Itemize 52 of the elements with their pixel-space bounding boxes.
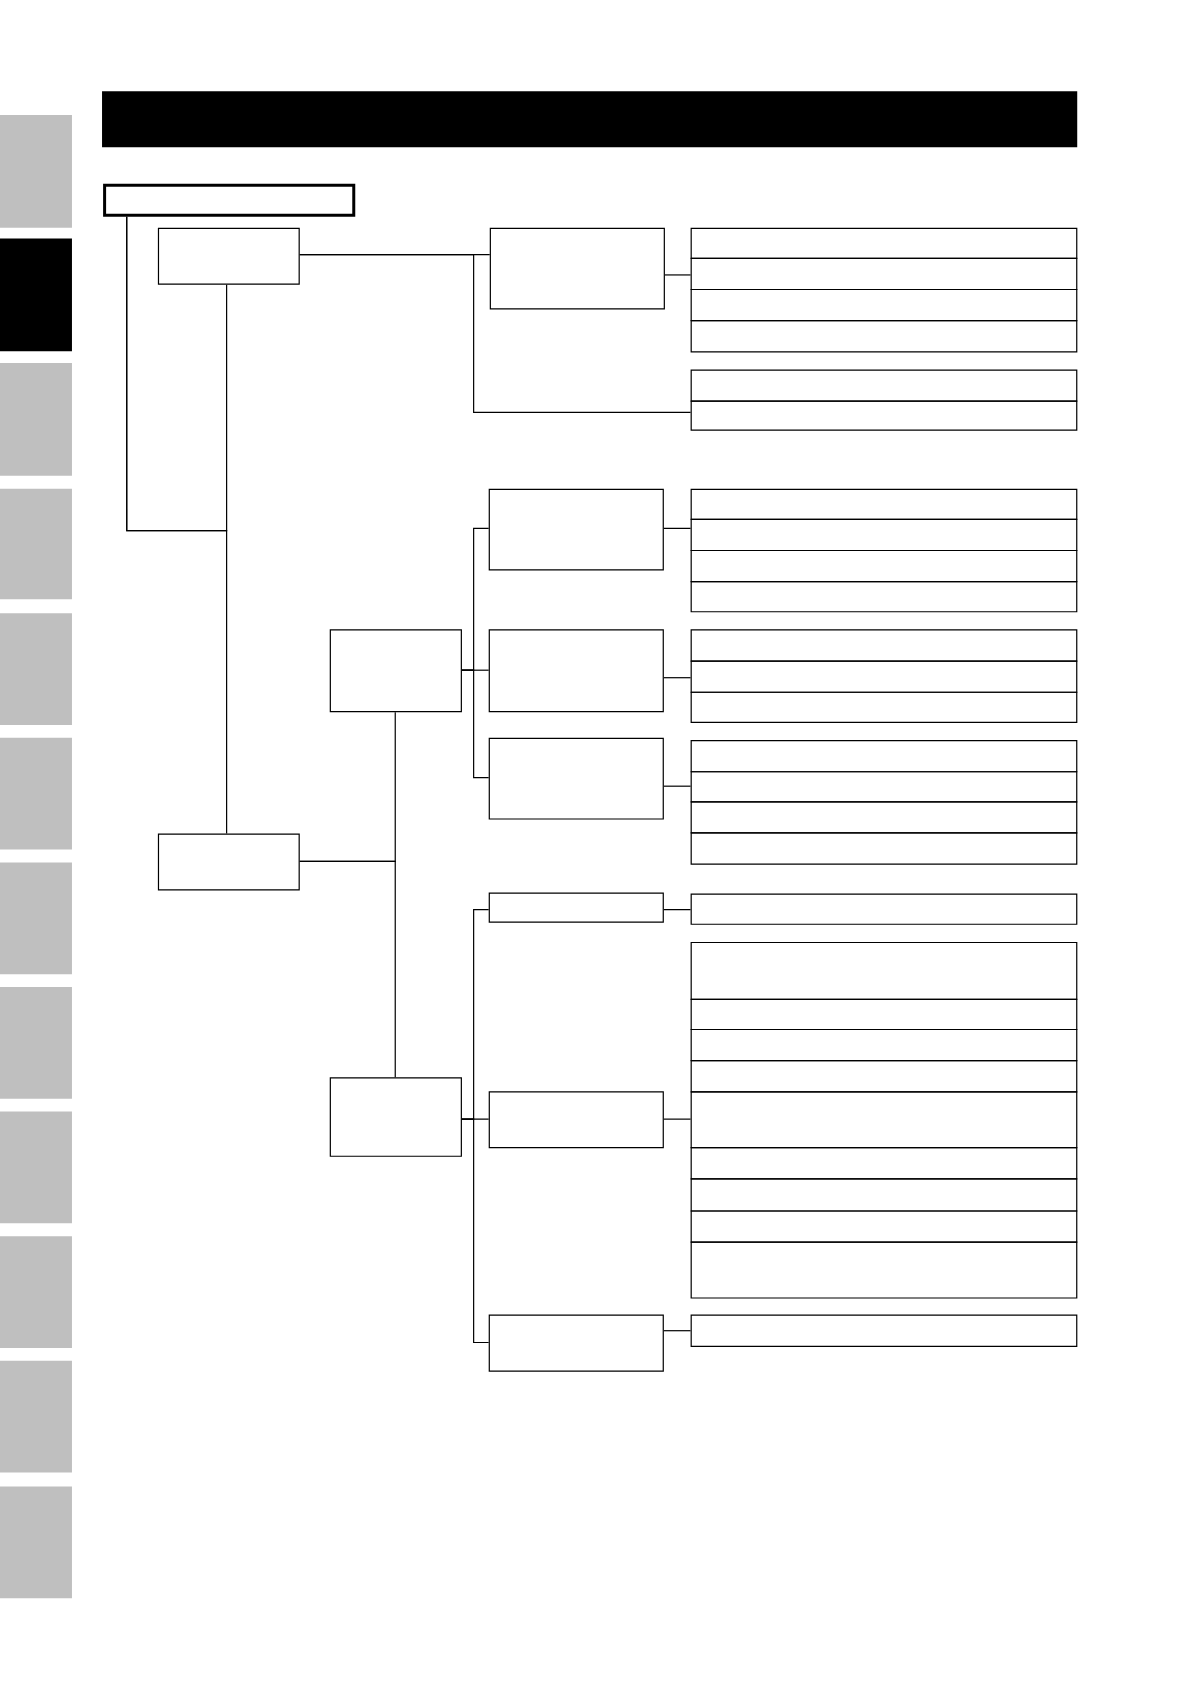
box [690,893,1078,925]
box [690,832,1078,865]
box [690,801,1078,834]
connector-line [126,216,228,835]
box [690,257,1078,291]
box [690,518,1078,552]
box [488,629,664,713]
box [488,1314,664,1372]
box [690,740,1078,773]
box [690,1210,1078,1243]
connector-line [663,1330,692,1332]
box [690,488,1078,520]
box [690,1028,1078,1062]
connector-line [663,677,692,679]
connector-line [461,1118,490,1344]
box [488,488,664,571]
box [690,998,1078,1031]
box [489,227,665,310]
box [157,227,300,285]
box [690,320,1078,353]
connector-line [299,860,396,1078]
box [690,629,1078,662]
box [690,581,1078,613]
box [690,771,1078,803]
box [690,549,1078,583]
connector-line [461,669,490,779]
box [690,1147,1078,1180]
box [690,1060,1078,1093]
box [690,1241,1078,1299]
box [690,227,1078,259]
connector-line [664,274,692,276]
connector-line [663,909,692,911]
box [488,737,664,820]
box [329,1077,462,1157]
connector-line [663,527,692,530]
box [690,1314,1078,1347]
connector-line [663,785,692,787]
box [488,1091,664,1149]
box [690,400,1078,431]
box [690,1178,1078,1212]
box [103,183,356,217]
connector-line [663,1118,692,1120]
box [690,941,1078,1000]
box [690,691,1078,723]
box [690,288,1078,322]
box [690,1091,1078,1149]
box [690,369,1078,402]
box [488,892,664,923]
box [690,660,1078,693]
box [329,629,462,713]
connector-line [299,253,692,414]
box [157,833,300,891]
